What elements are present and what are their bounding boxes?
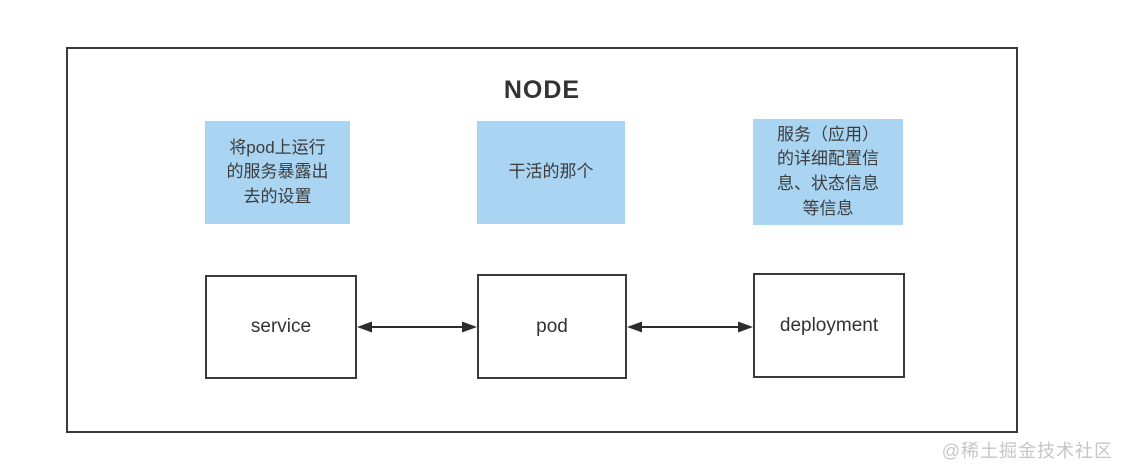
pod-deployment-bidirectional-arrow	[627, 321, 753, 333]
service-box: service	[205, 275, 357, 379]
annotation-deployment: 服务（应用） 的详细配置信 息、状态信息 等信息	[753, 119, 903, 225]
pod-box: pod	[477, 274, 627, 379]
annotation-pod: 干活的那个	[477, 121, 625, 224]
watermark-text: @稀土掘金技术社区	[941, 441, 1113, 461]
service-box-label: service	[250, 316, 312, 337]
deployment-box: deployment	[753, 273, 905, 378]
pod-box-label: pod	[536, 315, 568, 337]
service-pod-bidirectional-arrow	[357, 321, 477, 333]
annotation-service: 将pod上运行 的服务暴露出 去的设置	[205, 121, 350, 224]
node-title: NODE	[503, 76, 581, 104]
deployment-box-label: deployment	[779, 314, 879, 336]
